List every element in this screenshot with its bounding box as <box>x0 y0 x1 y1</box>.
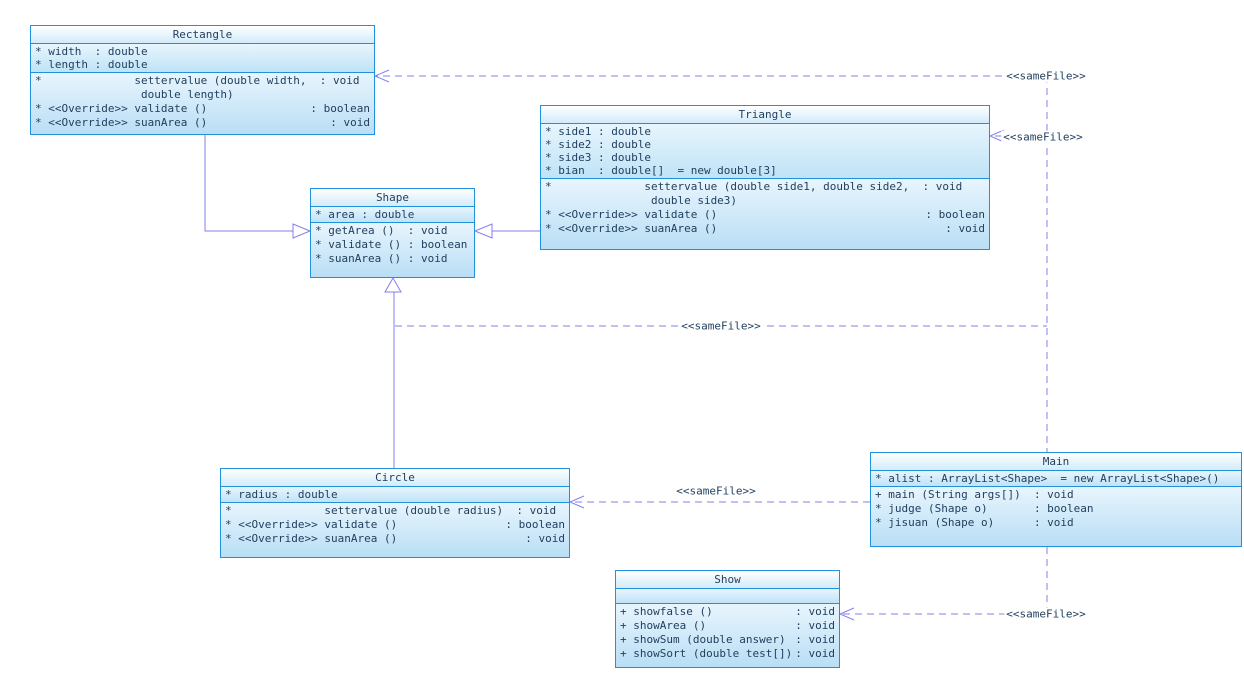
method-row: * getArea () : void <box>315 224 448 237</box>
class-box-main[interactable]: Main * alist : ArrayList<Shape> = new Ar… <box>870 452 1242 547</box>
inheritance-circle-to-shape[interactable] <box>384 276 402 468</box>
inheritance-triangle-to-shape[interactable] <box>473 223 540 239</box>
method-row: * suanArea () : void <box>315 252 448 265</box>
dependency-arrowhead-icon <box>568 495 585 509</box>
class-name: Main <box>871 453 1241 470</box>
inheritance-arrowhead-icon <box>384 276 402 293</box>
samefile-label-circle[interactable]: <<sameFile>> <box>674 484 758 498</box>
class-name: Show <box>616 571 839 588</box>
method-row: + showSum (double answer): void <box>620 633 835 646</box>
method-row: * settervalue (double width, : void doub… <box>35 74 360 101</box>
class-attributes: * width : double * length : double <box>31 43 374 72</box>
dependency-arrowhead-icon <box>988 129 1005 143</box>
method-row: * <<Override>> suanArea (): void <box>35 116 370 129</box>
class-attributes: * alist : ArrayList<Shape> = new ArrayLi… <box>871 470 1241 486</box>
class-attributes: * radius : double <box>221 486 569 502</box>
class-name: Shape <box>311 189 474 206</box>
dependency-to-rectangle[interactable] <box>373 69 1050 83</box>
method-row: * <<Override>> suanArea (): void <box>545 222 985 235</box>
class-attributes: * area : double <box>311 206 474 222</box>
method-row: + showfalse (): void <box>620 605 835 618</box>
class-box-rectangle[interactable]: Rectangle * width : double * length : do… <box>30 25 375 135</box>
method-row: * validate () : boolean <box>315 238 468 251</box>
class-name: Triangle <box>541 106 989 123</box>
samefile-label-shape[interactable]: <<sameFile>> <box>679 319 763 333</box>
inheritance-rectangle-to-shape[interactable] <box>204 135 312 239</box>
class-attributes <box>616 588 839 603</box>
method-row: * <<Override>> validate (): boolean <box>225 518 565 531</box>
method-row: + showArea (): void <box>620 619 835 632</box>
class-methods: * settervalue (double side1, double side… <box>541 178 989 249</box>
dependency-main-to-circle[interactable] <box>568 495 870 509</box>
class-name: Circle <box>221 469 569 486</box>
samefile-label-triangle[interactable]: <<sameFile>> <box>1001 130 1085 144</box>
method-row: + showSort (double test[]): void <box>620 647 835 660</box>
class-name: Rectangle <box>31 26 374 43</box>
method-row: * judge (Shape o) : boolean <box>875 502 1094 515</box>
class-box-triangle[interactable]: Triangle * side1 : double * side2 : doub… <box>540 105 990 250</box>
inheritance-arrowhead-icon <box>473 223 493 239</box>
dependency-arrowhead-icon <box>838 607 855 621</box>
method-row: * jisuan (Shape o) : void <box>875 516 1074 529</box>
class-box-circle[interactable]: Circle * radius : double * settervalue (… <box>220 468 570 558</box>
method-row: * <<Override>> validate (): boolean <box>35 102 370 115</box>
method-row: * <<Override>> suanArea (): void <box>225 532 565 545</box>
class-methods: + showfalse (): void + showArea (): void… <box>616 603 839 667</box>
dependency-arrowhead-icon <box>373 69 390 83</box>
class-methods: + main (String args[]) : void * judge (S… <box>871 486 1241 546</box>
class-box-show[interactable]: Show + showfalse (): void + showArea ():… <box>615 570 840 668</box>
method-row: + main (String args[]) : void <box>875 488 1074 501</box>
class-methods: * settervalue (double width, : void doub… <box>31 72 374 134</box>
method-row: * <<Override>> validate (): boolean <box>545 208 985 221</box>
class-methods: * getArea () : void * validate () : bool… <box>311 222 474 277</box>
class-attributes: * side1 : double * side2 : double * side… <box>541 123 989 178</box>
samefile-label-show[interactable]: <<sameFile>> <box>1004 607 1088 621</box>
class-box-shape[interactable]: Shape * area : double * getArea () : voi… <box>310 188 475 278</box>
method-row: * settervalue (double side1, double side… <box>545 180 963 207</box>
samefile-label-rectangle[interactable]: <<sameFile>> <box>1004 69 1088 83</box>
class-methods: * settervalue (double radius) : void * <… <box>221 502 569 557</box>
method-row: * settervalue (double radius) : void <box>225 504 557 517</box>
inheritance-arrowhead-icon <box>292 223 312 239</box>
